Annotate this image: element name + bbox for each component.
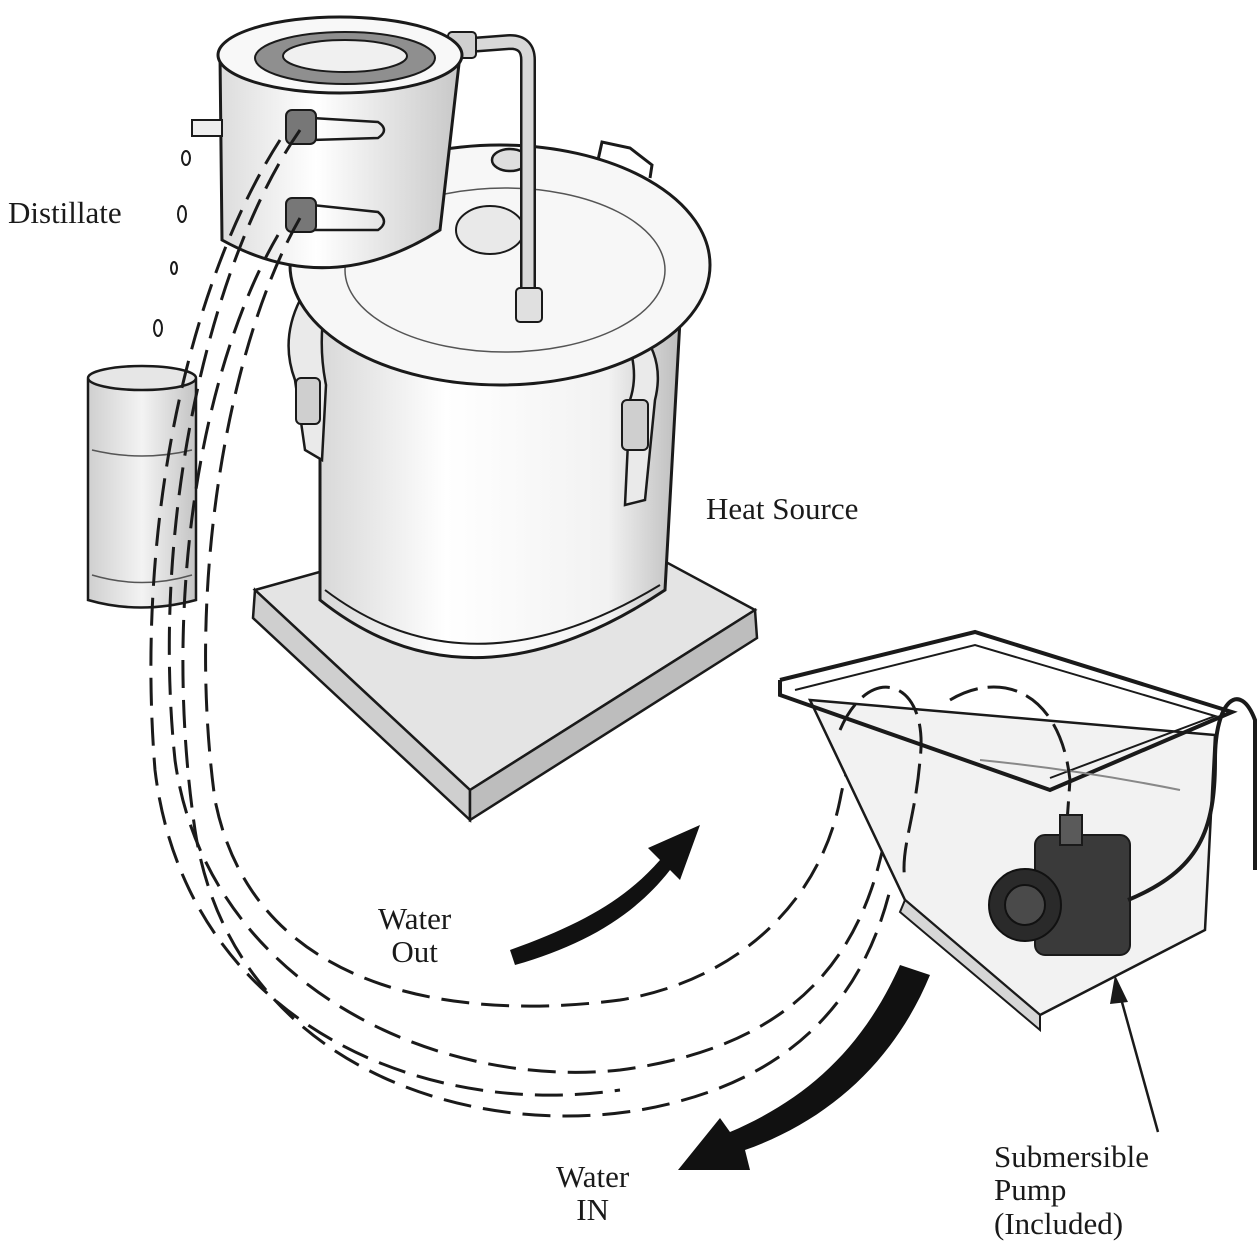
water-in-arrow [678, 965, 930, 1170]
pot-latch-left [287, 299, 328, 463]
water-out-arrow [510, 825, 700, 965]
distillate-label: Distillate [8, 195, 122, 230]
water-in-label-line-1: Water [556, 1159, 630, 1194]
pump-label-line-1: Submersible [994, 1139, 1149, 1174]
water-reservoir [778, 629, 1238, 1033]
submersible-pump [988, 697, 1257, 956]
water-out-label-line-2: Out [391, 934, 438, 970]
coolant-hoses [149, 129, 961, 1118]
water-out-label-line-1: Water [378, 901, 452, 936]
collection-jar [86, 364, 198, 609]
reservoir-hose-loops [838, 685, 1072, 881]
heat-source-label: Heat Source [706, 491, 859, 526]
submersible-pump-label: Submersible Pump (Included) [994, 1139, 1149, 1241]
pump-label-line-3: (Included) [994, 1205, 1124, 1241]
condenser [191, 15, 464, 270]
boiler-pot [318, 318, 682, 659]
distillate-droplets [153, 150, 191, 337]
water-in-label-line-2: IN [576, 1192, 609, 1228]
pump-pointer-arrow [1110, 975, 1160, 1133]
water-out-label: Water Out [378, 902, 451, 969]
pump-label-line-2: Pump [994, 1172, 1067, 1208]
vapor-tube [447, 31, 543, 323]
water-in-label: Water IN [556, 1160, 629, 1227]
